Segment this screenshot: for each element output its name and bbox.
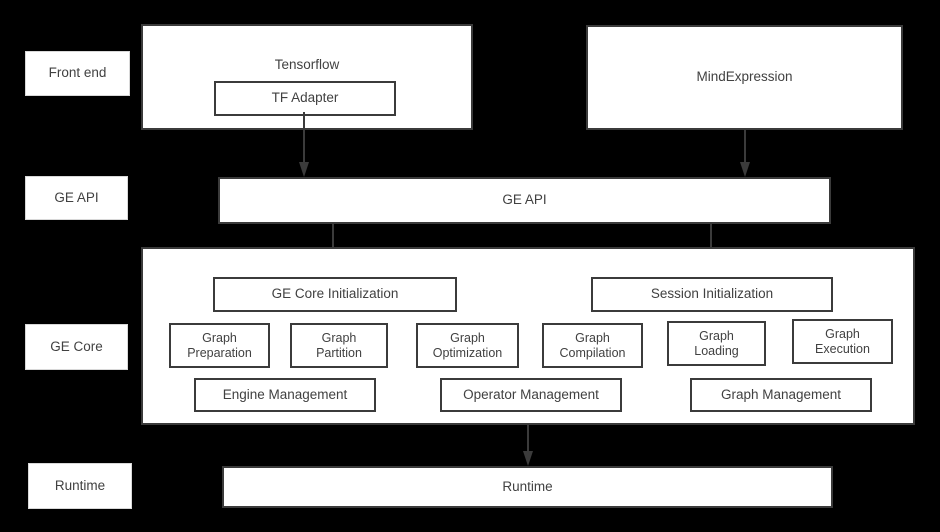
ge-core-container: GE Core Initialization Session Initializ… xyxy=(141,247,915,425)
layer-label-front-end: Front end xyxy=(25,51,130,96)
arrow-ge-core-to-runtime xyxy=(520,424,536,467)
graph-execution-box: Graph Execution xyxy=(792,319,893,364)
graph-loading-box: Graph Loading xyxy=(667,321,766,366)
arrow-tf-adapter-to-ge-api xyxy=(296,112,312,178)
graph-partition-box: Graph Partition xyxy=(290,323,388,368)
ge-api-bar: GE API xyxy=(218,177,831,224)
operator-management-box: Operator Management xyxy=(440,378,622,412)
tensorflow-label: Tensorflow xyxy=(274,57,340,72)
mindexpression-box: MindExpression xyxy=(586,25,903,130)
runtime-bar: Runtime xyxy=(222,466,833,508)
engine-management-box: Engine Management xyxy=(194,378,376,412)
tf-adapter-box: TF Adapter xyxy=(214,81,396,116)
tensorflow-container: Tensorflow TF Adapter xyxy=(141,24,473,130)
graph-management-box: Graph Management xyxy=(690,378,872,412)
graph-compilation-box: Graph Compilation xyxy=(542,323,643,368)
session-initialization-box: Session Initialization xyxy=(591,277,833,312)
graph-preparation-box: Graph Preparation xyxy=(169,323,270,368)
ge-core-initialization-box: GE Core Initialization xyxy=(213,277,457,312)
graph-optimization-box: Graph Optimization xyxy=(416,323,519,368)
layer-label-runtime: Runtime xyxy=(28,463,132,509)
arrow-mindexpression-to-ge-api xyxy=(737,129,753,178)
layer-label-ge-core: GE Core xyxy=(25,324,128,370)
layer-label-ge-api: GE API xyxy=(25,176,128,220)
